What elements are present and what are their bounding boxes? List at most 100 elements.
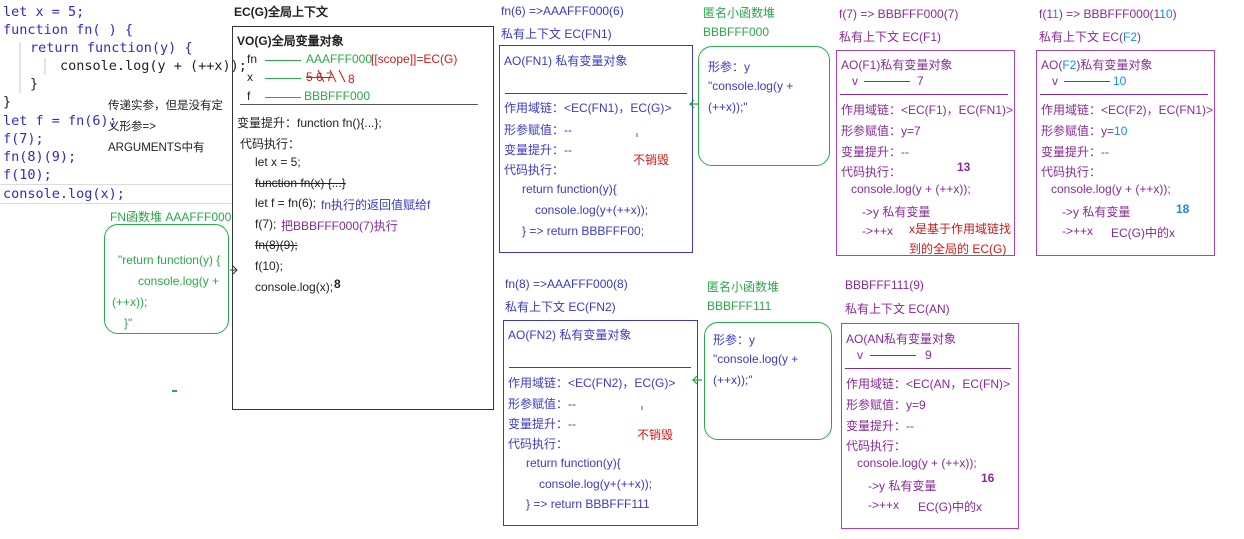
fn2-head-context-a: 私有上下文 EC(FN2 [505, 300, 612, 314]
code-line-6-text: } [3, 94, 12, 110]
f10-ao-a: AO( [1041, 58, 1063, 72]
f10-exec: 代码执行： [1041, 165, 1102, 179]
f7-head-context: 私有上下文 EC(F1) [839, 30, 942, 44]
fn2-head-call-a: fn(8) =>AAAFFF000(8 [505, 277, 624, 291]
ecg-exec-7-result: 8 [334, 277, 341, 291]
f7-ao-title: AO(F1)私有变量对象 [841, 58, 953, 72]
f9-scope-chain: 作用域链：<EC(AN，EC(FN)> [846, 375, 1010, 392]
code-line-5-text: } [30, 76, 39, 92]
f10-code-2: ->y 私有变量 [1062, 205, 1131, 219]
ecg-exec-1: let x = 5; [255, 155, 301, 169]
vog-fn-value: AAAFFF000 [306, 52, 373, 66]
vog-fn-link [265, 60, 301, 61]
fn1-not-destroyed: 不销毁 [633, 153, 670, 167]
fn1-exec: 代码执行： [504, 163, 565, 177]
f9-code-1: console.log(y + (++x)); [857, 456, 977, 470]
code-line-3-text: return function(y) { [30, 40, 193, 56]
f9-code-3-note: EC(G)中的x [918, 500, 982, 514]
f9-ao-divider [845, 368, 1011, 369]
ecg-exec-4: f(7); [255, 217, 277, 231]
code-line-2-text: function fn( ) { [3, 22, 134, 38]
code-divider-bottom [0, 203, 232, 204]
f10-head-context-c: ) [1137, 30, 1142, 44]
fn2-ao-divider [509, 367, 691, 368]
code-line-7-text: let f = fn(6); [3, 113, 117, 129]
f10-head-call-b: ) => BBBFFF000(1 [1058, 7, 1160, 21]
anon1-box [698, 46, 830, 166]
ecg-exec-3: let f = fn(6); [255, 196, 317, 210]
fn2-code-3: } => return BBBFFF111 [526, 497, 650, 511]
f10-code-1: console.log(y + (++x)); [1051, 182, 1171, 196]
f9-args-label: 形参赋值：y= [846, 398, 920, 412]
f7-var-v: v [852, 74, 858, 88]
f9-scope-chain-c: )> [999, 377, 1011, 391]
fn2-head-call-c: ) [623, 277, 628, 291]
vog-x-new-value: 8 [348, 72, 355, 86]
f10-code-3-note: EC(G)中的x [1111, 226, 1175, 240]
anon2-title: 匿名小函数堆 [707, 280, 780, 294]
code-line-8-text: f(7); [3, 131, 44, 147]
fn1-ao-divider [505, 93, 687, 94]
ecg-exec-3-note: fn执行的返回值赋给f [321, 198, 431, 212]
code-line-5: } [30, 76, 38, 92]
vog-x-link [265, 78, 301, 79]
code-line-10: f(10); [3, 167, 52, 183]
fn1-hoist: 变量提升：-- [504, 143, 572, 157]
f10-var-v: v [1052, 74, 1058, 88]
f9-var-value: 9 [925, 348, 932, 362]
f9-scope-chain-a: 作用域链：<EC(AN，EC(FN [846, 377, 1000, 391]
f9-code-2: ->y 私有变量 [868, 479, 937, 493]
f7-code-3-note-2: 到的全局的 EC(G) [909, 242, 1007, 256]
fn1-ao-title: AO(FN1) 私有变量对象 [504, 54, 628, 68]
f10-args: 形参赋值：y=10 [1041, 122, 1127, 139]
f9-ao-a: AO(AN [846, 332, 885, 346]
code-line-11: console.log(x); [3, 186, 125, 202]
f10-head-call-fix-1: 1 [1052, 7, 1059, 21]
f7-hoist: 变量提升：-- [841, 145, 909, 159]
f10-head-call-a: f(1 [1039, 7, 1053, 21]
fn2-exec: 代码执行： [508, 437, 569, 451]
anon1-title: 匿名小函数堆 [703, 6, 776, 20]
code-line-11-text: console.log(x); [3, 186, 125, 202]
fn2-head-context-c: ) [611, 300, 616, 314]
code-line-9-text: fn(8)(9); [3, 149, 77, 165]
f9-ao-c: 私有变量对象 [884, 332, 957, 346]
f9-head-call: BBBFFF111(9) [845, 278, 924, 292]
ecg-exec-6: f(10); [255, 259, 284, 273]
vog-fn-name: fn [247, 52, 258, 66]
code-line-7: let f = fn(6); [3, 113, 117, 129]
f10-head-call: f(11) => BBBFFF000(110) [1039, 7, 1177, 21]
f7-exec: 代码执行： [841, 165, 902, 179]
f9-hoist: 变量提升：-- [846, 419, 914, 433]
ecg-exec-5: fn(8)(9); [255, 238, 298, 252]
f9-head-context-a: 私有上下文 EC(AN [845, 302, 946, 316]
f10-head-context-fix: F2 [1123, 30, 1138, 44]
fn1-head-context: 私有上下文 EC(FN1) [501, 27, 612, 41]
f7-box [836, 50, 1015, 256]
fn2-args: 形参赋值：-- [508, 397, 576, 411]
ecg-exec-label: 代码执行： [240, 137, 301, 151]
green-dash-mark [172, 390, 177, 392]
f10-result: 18 [1176, 202, 1190, 216]
f9-var-v: v [857, 348, 863, 362]
ecg-exec-2: function fn(x) {...} [255, 176, 346, 190]
ecg-title: EC(G)全局上下文 [234, 5, 328, 19]
f7-args: 形参赋值：y=7 [841, 124, 921, 138]
f9-args-value: 9 [919, 398, 926, 412]
f7-code-2: ->y 私有变量 [862, 205, 931, 219]
fn2-scope-chain: 作用域链：<EC(FN2)，EC(G)> [508, 376, 676, 390]
f10-ao-fix: F2 [1062, 58, 1077, 72]
fn2-code-1: return function(y){ [526, 456, 621, 470]
fn2-ao-c: ) 私有变量对象 [552, 328, 632, 342]
anon2-addr: BBBFFF111 [707, 299, 772, 313]
ecg-exec-4-note: 把BBBFFF000(7)执行 [281, 219, 398, 233]
fn2-hoist: 变量提升：-- [508, 417, 576, 431]
f10-ao-title: AO(F2)私有变量对象 [1041, 56, 1152, 73]
anon1-body-2: (++x));" [708, 100, 748, 114]
anon2-param: 形参：y [713, 333, 756, 347]
anon2-body-2: (++x));" [713, 373, 753, 387]
anon1-body-1: "console.log(y + [708, 79, 794, 93]
f7-var-link [864, 81, 910, 82]
f7-scope-chain: 作用域链：<EC(F1)，EC(FN1)> [841, 103, 1014, 117]
f10-code-3: ->++x [1062, 224, 1094, 238]
